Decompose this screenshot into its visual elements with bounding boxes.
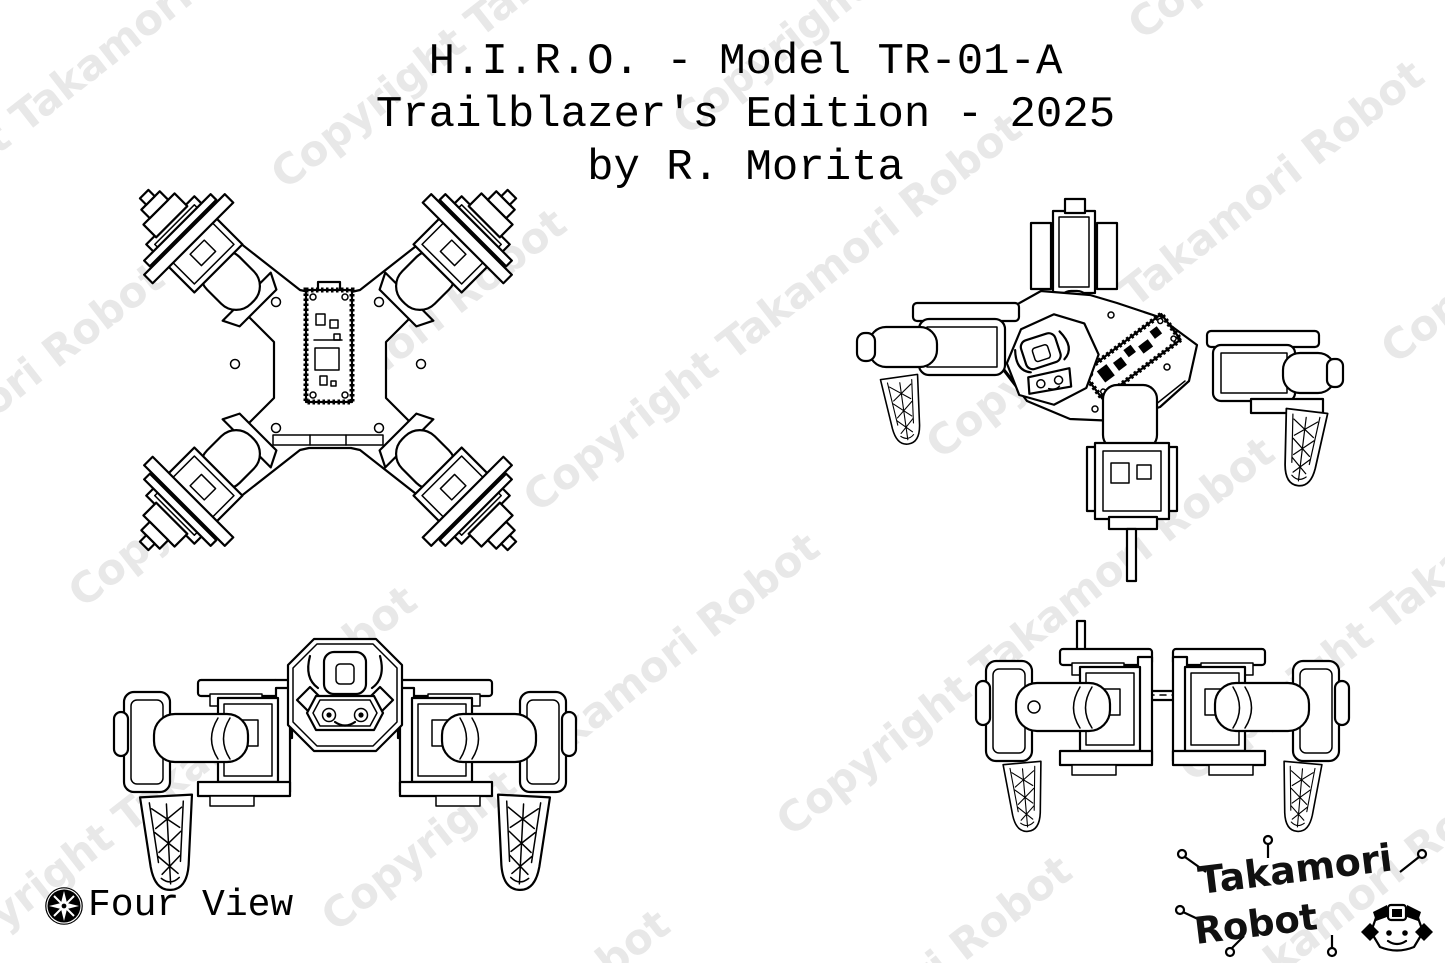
four-view-icon (45, 886, 83, 925)
brand-logo: Takamori Robot (1172, 832, 1444, 963)
view-caption-label: Four View (88, 884, 294, 927)
perspective-view-drawing (855, 197, 1345, 583)
pv-front-leg (1085, 383, 1179, 583)
drawing-title: H.I.R.O. - Model TR-01-A (428, 37, 1063, 87)
truss-foot (492, 793, 552, 893)
rv-right-leg (1171, 647, 1351, 834)
truss-foot (1002, 760, 1048, 834)
title-block: H.I.R.O. - Model TR-01-A Trailblazer's E… (0, 36, 1445, 195)
logo-word-top: Takamori (1196, 835, 1395, 902)
fv-right-leg (398, 678, 578, 893)
watermark-text: Copyright Takamori Robot (564, 845, 1081, 963)
truss-foot (879, 373, 928, 448)
truss-foot (1276, 407, 1329, 490)
shaft-hole (1027, 700, 1041, 714)
leg-rod (1125, 527, 1138, 583)
helmet-horn (307, 654, 320, 690)
rear-view-drawing (974, 619, 1351, 834)
logo-word-bottom: Robot (1192, 895, 1320, 953)
mouth (333, 720, 357, 727)
mcu-chip (314, 347, 340, 371)
rv-left-leg (974, 647, 1154, 834)
view-caption: Four View (44, 884, 293, 927)
front-view-drawing (112, 637, 578, 893)
drawing-author: by R. Morita (587, 143, 904, 193)
helmet-horn (370, 654, 383, 690)
fv-head (286, 637, 404, 753)
top-view-drawing (102, 152, 554, 588)
drawing-subtitle: Trailblazer's Edition - 2025 (375, 90, 1116, 140)
battery-slot (272, 434, 384, 446)
pv-left-leg (855, 301, 1021, 448)
samurai-robot-head-icon (1361, 903, 1433, 952)
pcb-board (303, 280, 355, 405)
fv-left-leg (112, 678, 292, 893)
truss-foot (1277, 760, 1323, 834)
pv-head (1005, 313, 1100, 406)
takamori-robot-logo: Takamori Robot (1174, 834, 1433, 958)
pv-right-leg (1205, 329, 1345, 490)
truss-foot (138, 793, 198, 893)
circuit-decoration (1174, 834, 1428, 958)
